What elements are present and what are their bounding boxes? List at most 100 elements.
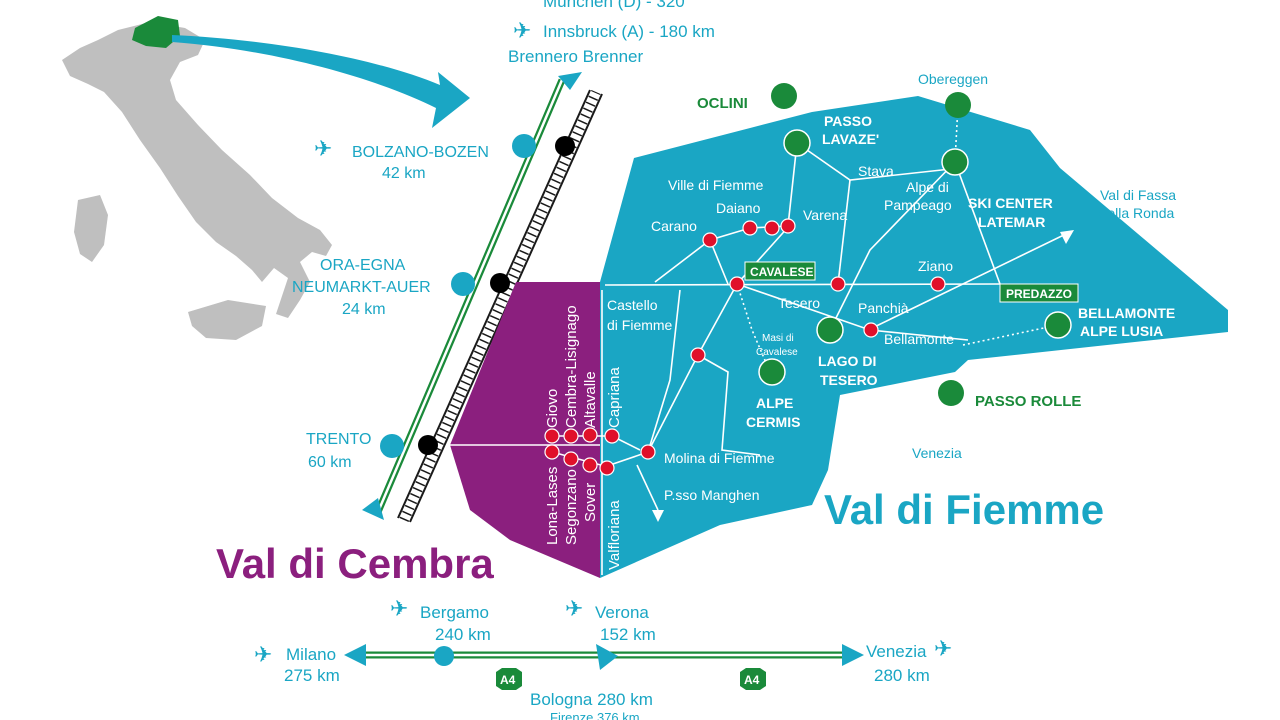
label-trento-km: 60 km bbox=[308, 454, 352, 471]
label-bolzano: BOLZANO-BOZEN bbox=[352, 144, 489, 161]
label-venezia-south: Venezia bbox=[866, 642, 927, 661]
airplane-icon: ✈ bbox=[254, 643, 272, 668]
label-manghen: P.sso Manghen bbox=[664, 487, 759, 503]
label-stava: Stava bbox=[858, 163, 894, 179]
label-munchen: München (D) - 320 bbox=[543, 0, 685, 11]
label-bergamo-km: 240 km bbox=[435, 625, 491, 644]
ski-cermis bbox=[758, 358, 786, 386]
cembra-region bbox=[450, 282, 600, 578]
village-dot bbox=[830, 276, 846, 292]
label-masi: Masi di bbox=[762, 333, 794, 344]
label-lona-lases: Lona-Lases bbox=[544, 467, 561, 545]
label-castello: Castello bbox=[607, 297, 658, 313]
label-carano: Carano bbox=[651, 218, 697, 234]
label-ziano: Ziano bbox=[918, 258, 953, 274]
village-dot bbox=[702, 232, 718, 248]
label-bellamonte-ski: BELLAMONTE bbox=[1078, 305, 1175, 321]
a4-badge bbox=[740, 668, 766, 690]
label-tesero-ski: TESERO bbox=[820, 372, 878, 388]
rail-station-trento bbox=[418, 435, 438, 455]
label-bergamo: Bergamo bbox=[420, 603, 489, 622]
ski-bellamonte bbox=[1044, 311, 1072, 339]
village-dot bbox=[690, 347, 706, 363]
label-verona-km: 152 km bbox=[600, 625, 656, 644]
ski-oclini bbox=[771, 83, 797, 109]
fiemme-region bbox=[600, 96, 1228, 578]
village-dot bbox=[863, 322, 879, 338]
village-dot bbox=[640, 444, 656, 460]
label-brennero: Brennero Brenner bbox=[508, 47, 643, 66]
rail-station-bolzano bbox=[555, 136, 575, 156]
label-tesero: Tesero bbox=[778, 295, 820, 311]
label-obereggen: Obereggen bbox=[918, 71, 988, 87]
village-dot bbox=[544, 428, 560, 444]
ski-areas bbox=[758, 83, 1072, 406]
label-pampeago: Pampeago bbox=[884, 197, 952, 213]
label-lavaze: LAVAZE' bbox=[822, 131, 879, 147]
label-capriana: Capriana bbox=[606, 366, 623, 428]
label-trento: TRENTO bbox=[306, 431, 371, 448]
village-dot bbox=[582, 457, 598, 473]
airplane-icons: ✈ ✈ ✈ ✈ ✈ ✈ bbox=[254, 19, 952, 668]
pointer-arrow bbox=[172, 35, 470, 128]
title-val-di-cembra: Val di Cembra bbox=[216, 540, 494, 587]
label-varena: Varena bbox=[803, 207, 847, 223]
label-milano: Milano bbox=[286, 645, 336, 664]
villages bbox=[544, 218, 946, 476]
airplane-icon: ✈ bbox=[390, 597, 408, 622]
trentino-highlight bbox=[132, 16, 180, 48]
airplane-icon: ✈ bbox=[565, 597, 583, 622]
predazzo-badge bbox=[999, 283, 1079, 303]
label-bolzano-km: 42 km bbox=[382, 165, 426, 182]
label-daiano: Daiano bbox=[716, 200, 761, 216]
label-val-di-fassa: Val di Fassa bbox=[1100, 187, 1176, 203]
label-innsbruck: Innsbruck (A) - 180 km bbox=[543, 22, 715, 41]
label-predazzo: PREDAZZO bbox=[1006, 287, 1072, 301]
label-di-fiemme: di Fiemme bbox=[607, 317, 673, 333]
village-dot bbox=[930, 276, 946, 292]
label-venezia-road: Venezia bbox=[912, 445, 962, 461]
label-milano-km: 275 km bbox=[284, 666, 340, 685]
label-latemar: LATEMAR bbox=[978, 214, 1045, 230]
cavalese-badge bbox=[744, 261, 816, 281]
label-altavalle: Altavalle bbox=[582, 371, 599, 428]
label-passo-lavaze: PASSO bbox=[824, 113, 872, 129]
label-cembra-lisignago: Cembra-Lisignago bbox=[563, 305, 580, 428]
airplane-icon: ✈ bbox=[934, 637, 952, 662]
village-dot bbox=[563, 451, 579, 467]
label-sella-ronda: Sella Ronda bbox=[1098, 205, 1174, 221]
label-a4: A4 bbox=[744, 673, 760, 687]
label-alpe-lusia: ALPE LUSIA bbox=[1080, 323, 1163, 339]
label-lago-di: LAGO DI bbox=[818, 353, 876, 369]
bergamo-circle bbox=[434, 646, 454, 666]
label-alpe-di: Alpe di bbox=[906, 179, 949, 195]
title-val-di-fiemme: Val di Fiemme bbox=[824, 486, 1104, 533]
label-valfloriana: Valfloriana bbox=[606, 500, 623, 570]
label-passo-rolle: PASSO ROLLE bbox=[975, 393, 1081, 410]
a4-badge bbox=[496, 668, 522, 690]
label-giovo: Giovo bbox=[544, 389, 561, 428]
label-panchia: Panchià bbox=[858, 300, 909, 316]
village-dot bbox=[599, 460, 615, 476]
village-dot bbox=[582, 427, 598, 443]
label-sover: Sover bbox=[582, 483, 599, 522]
ski-lavaze bbox=[783, 129, 811, 157]
village-dot bbox=[604, 428, 620, 444]
label-alpe: ALPE bbox=[756, 395, 793, 411]
ski-pampeago bbox=[941, 148, 969, 176]
bolzano-circle bbox=[512, 134, 536, 158]
ski-rolle bbox=[938, 380, 964, 406]
road-network bbox=[604, 104, 1074, 522]
airplane-icon: ✈ bbox=[513, 19, 531, 44]
label-masi-cavalese: Cavalese bbox=[756, 347, 798, 358]
label-segonzano: Segonzano bbox=[563, 469, 580, 545]
label-bologna: Bologna 280 km bbox=[530, 690, 653, 709]
label-cavalese: CAVALESE bbox=[750, 265, 814, 279]
label-molina: Molina di Fiemme bbox=[664, 450, 775, 466]
italy-outline bbox=[62, 16, 332, 340]
ski-lago-tesero bbox=[816, 316, 844, 344]
label-a4: A4 bbox=[500, 673, 516, 687]
ora-circle bbox=[451, 272, 475, 296]
village-dot bbox=[742, 220, 758, 236]
